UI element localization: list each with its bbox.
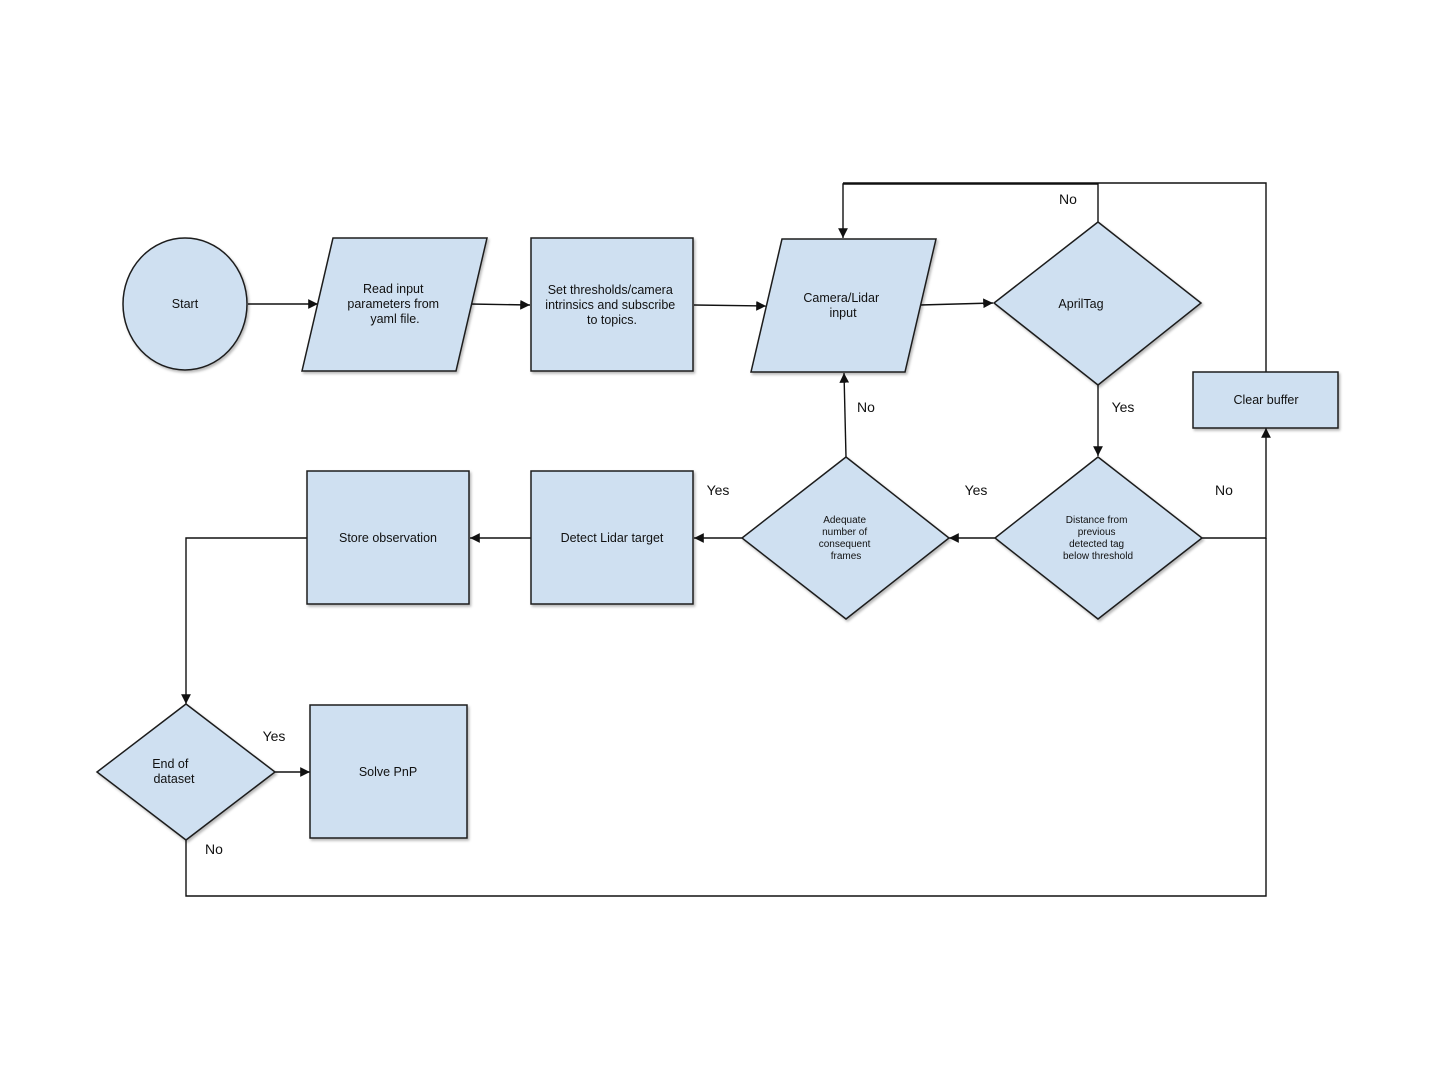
set-thresholds-box xyxy=(530,237,694,372)
end-yes-label: Yes xyxy=(263,728,286,744)
node-detect-lidar-target: Detect Lidar target xyxy=(530,470,694,605)
adequate-line-3: consequent xyxy=(819,539,871,550)
node-start: Start xyxy=(122,237,248,371)
read-input-line-2: parameters from xyxy=(347,297,439,311)
distance-line-4: below threshold xyxy=(1063,551,1133,562)
end-of-dataset-line-2: dataset xyxy=(153,772,195,786)
node-read-input: Read input parameters from yaml file. xyxy=(301,237,488,372)
edge-distance-no-to-clear-buffer xyxy=(1202,428,1271,539)
node-clear-buffer: Clear buffer xyxy=(1192,371,1339,429)
detect-lidar-box xyxy=(530,470,694,605)
apriltag-decision xyxy=(992,221,1203,386)
distance-line-1: Distance from xyxy=(1066,515,1128,526)
node-solve-pnp: Solve PnP xyxy=(309,704,468,839)
distance-line-3: detected tag xyxy=(1069,539,1124,550)
edge-labels: No Yes No Yes Yes No Yes No xyxy=(205,191,1233,857)
adequate-label: Adequate number of consequent frames xyxy=(819,515,874,562)
adequate-line-1: Adequate xyxy=(823,515,866,526)
start-label: Start xyxy=(172,297,199,311)
adequate-yes-label: Yes xyxy=(707,482,730,498)
node-adequate-frames: Adequate number of consequent frames xyxy=(740,456,951,620)
set-thresholds-line-1: Set thresholds/camera xyxy=(548,283,673,297)
detect-lidar-label: Detect Lidar target xyxy=(561,531,664,545)
distance-decision xyxy=(993,456,1204,620)
read-input-line-3: yaml file. xyxy=(370,312,419,326)
node-set-thresholds: Set thresholds/camera intrinsics and sub… xyxy=(530,237,694,372)
distance-label: Distance from previous detected tag belo… xyxy=(1063,515,1133,562)
end-of-dataset-label: End of dataset xyxy=(152,757,195,786)
adequate-no-label: No xyxy=(857,399,875,415)
clear-buffer-box xyxy=(1192,371,1339,429)
edge-set-thresholds-to-camera-lidar xyxy=(693,300,767,311)
adequate-line-4: frames xyxy=(831,551,862,562)
edge-camera-lidar-to-apriltag xyxy=(919,298,994,309)
distance-line-2: previous xyxy=(1078,527,1116,538)
distance-yes-label: Yes xyxy=(965,482,988,498)
node-camera-lidar-input: Camera/Lidar input xyxy=(750,238,937,373)
apriltag-yes-label: Yes xyxy=(1112,399,1135,415)
node-store-observation: Store observation xyxy=(306,470,470,605)
end-no-label: No xyxy=(205,841,223,857)
read-input-parallelogram xyxy=(301,237,488,372)
set-thresholds-label: Set thresholds/camera intrinsics and sub… xyxy=(545,283,678,327)
set-thresholds-line-2: intrinsics and subscribe xyxy=(545,298,675,312)
edge-read-input-to-set-thresholds xyxy=(469,299,531,310)
edges xyxy=(181,182,1271,897)
node-apriltag: AprilTag xyxy=(992,221,1203,386)
solve-pnp-box xyxy=(309,704,468,839)
edge-store-to-end-of-dataset xyxy=(181,537,307,704)
set-thresholds-line-3: to topics. xyxy=(587,313,637,327)
apriltag-label: AprilTag xyxy=(1058,297,1103,311)
adequate-decision xyxy=(740,456,951,620)
camera-lidar-label: Camera/Lidar input xyxy=(803,291,882,320)
adequate-line-2: number of xyxy=(822,527,867,538)
edge-clear-buffer-to-loop xyxy=(843,182,1267,372)
edge-end-no-loop xyxy=(185,538,1267,897)
end-of-dataset-decision xyxy=(95,703,277,841)
read-input-label: Read input parameters from yaml file. xyxy=(347,282,442,326)
camera-lidar-line-2: input xyxy=(829,306,857,320)
read-input-line-1: Read input xyxy=(363,282,424,296)
edge-adequate-no-to-camera-lidar xyxy=(839,372,850,458)
node-distance-check: Distance from previous detected tag belo… xyxy=(993,456,1204,620)
node-end-of-dataset: End of dataset xyxy=(95,703,277,841)
solve-pnp-label: Solve PnP xyxy=(359,765,417,779)
clear-buffer-label: Clear buffer xyxy=(1233,393,1298,407)
distance-no-label: No xyxy=(1215,482,1233,498)
camera-lidar-line-1: Camera/Lidar xyxy=(803,291,879,305)
end-of-dataset-line-1: End of xyxy=(152,757,189,771)
edge-apriltag-no-loop xyxy=(838,183,1099,238)
start-terminator xyxy=(122,237,248,371)
store-observation-label: Store observation xyxy=(339,531,437,545)
camera-lidar-parallelogram xyxy=(750,238,937,373)
apriltag-no-label: No xyxy=(1059,191,1077,207)
store-observation-box xyxy=(306,470,470,605)
